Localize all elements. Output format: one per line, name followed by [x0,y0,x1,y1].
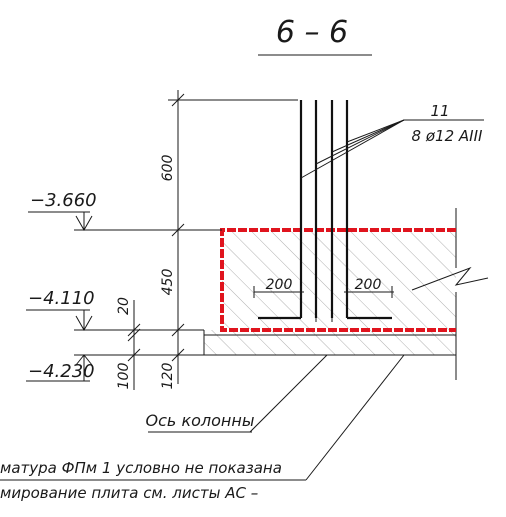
break-symbol [411,266,489,291]
notes-group: матура ФПм 1 условно не показана мирован… [0,354,405,502]
axis-label: Ось колонны [146,411,255,430]
hdim-right-value: 200 [355,277,382,293]
dim-100: 100 [116,363,132,390]
elevation-2-text: −4.110 [28,288,95,309]
dim2-tick-2 [127,328,141,342]
elevation-marker-3: −4.230 [26,354,95,382]
dim-600: 600 [160,155,176,182]
upper-concrete [222,230,456,330]
highlight-contour [220,228,456,332]
callout-position: 11 [430,102,449,120]
lower-concrete [204,330,456,355]
tick-slab-top [171,223,185,237]
dim-20: 20 [116,297,132,315]
section-title: 6 – 6 [276,15,348,50]
section-title-group: 6 – 6 [258,15,372,56]
vertical-dimension-chain: 600 450 120 [74,90,298,389]
note-line-1: матура ФПм 1 условно не показана [0,459,282,477]
callout-leader-1 [300,119,405,179]
highlight-outline [220,228,456,332]
callout-spec: 8 ø12 AIII [412,127,483,145]
tick-slab-bottom [171,323,185,337]
dim2-tick-1 [127,323,141,337]
elevation-1-text: −3.660 [30,190,97,211]
callout-leader-3 [331,119,405,153]
elevation-marker-1: −3.660 [28,190,97,232]
elevation-marker-2: −4.110 [26,288,95,332]
slab-body [203,208,489,380]
tick-bottom [171,348,185,362]
secondary-dimension-chain: 20 100 [116,297,141,390]
dim-450: 450 [160,269,176,296]
horizontal-dimension-right: 200 [344,277,394,298]
elevation-3-text: −4.230 [28,361,95,382]
callout-leader-4 [346,119,405,143]
dim2-tick-3 [127,348,141,362]
callout-leader-2 [315,119,405,165]
axis-label-group: Ось колонны [146,354,328,433]
callout-group: 11 8 ø12 AIII [300,102,484,179]
hdim-left-value: 200 [266,277,293,293]
tick-top [171,93,185,107]
rebar-group [258,100,392,322]
horizontal-dimension-left: 200 [253,277,304,298]
dim-120: 120 [160,363,176,390]
note-line-2: мирование плита см. листы АС – [0,484,258,502]
note-leader [305,354,405,481]
axis-leader [249,354,328,433]
